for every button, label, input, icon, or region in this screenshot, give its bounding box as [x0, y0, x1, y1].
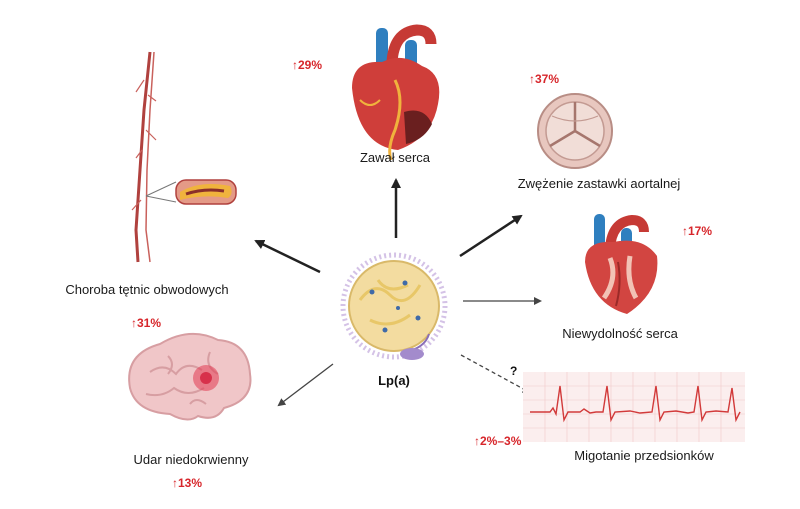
- arrow-to-stroke: [277, 363, 334, 407]
- uncertain-marker: ?: [510, 364, 518, 378]
- increase-af-value: 2%–3%: [480, 434, 522, 448]
- arrow-to-af: [460, 354, 531, 393]
- ecg-strip-icon: [523, 372, 745, 442]
- label-pad: Choroba tętnic obwodowych: [65, 282, 229, 297]
- increase-pad: ↑31%: [131, 316, 161, 330]
- label-stroke: Udar niedokrwienny: [133, 452, 249, 467]
- label-af: Migotanie przedsionków: [574, 448, 714, 463]
- label-mi: Zawał serca: [359, 150, 431, 165]
- increase-af: ↑2%–3%: [474, 434, 521, 448]
- increase-stroke-value: 13%: [178, 476, 203, 490]
- arrow-to-aortic-stenosis: [459, 214, 523, 258]
- lpa-particle-icon: [340, 252, 448, 360]
- increase-heart-failure: ↑17%: [682, 224, 712, 238]
- label-aortic-stenosis: Zwężenie zastawki aortalnej: [517, 176, 681, 191]
- increase-mi: ↑29%: [292, 58, 322, 72]
- label-lpa: Lp(a): [378, 373, 410, 388]
- increase-aortic-stenosis: ↑37%: [529, 72, 559, 86]
- up-arrow-icon: ↑: [529, 72, 535, 86]
- up-arrow-icon: ↑: [172, 476, 178, 490]
- arrow-to-pad: [254, 239, 321, 274]
- up-arrow-icon: ↑: [474, 434, 480, 448]
- increase-mi-value: 29%: [298, 58, 323, 72]
- heart-hf-icon: [585, 214, 658, 314]
- increase-as-value: 37%: [535, 72, 560, 86]
- arrows: [254, 178, 542, 407]
- brain-icon: [128, 333, 252, 421]
- up-arrow-icon: ↑: [682, 224, 688, 238]
- heart-mi-icon: [352, 24, 440, 161]
- up-arrow-icon: ↑: [292, 58, 298, 72]
- label-heart-failure: Niewydolność serca: [562, 326, 678, 341]
- increase-stroke: ↑13%: [172, 476, 202, 490]
- increase-pad-value: 31%: [137, 316, 162, 330]
- up-arrow-icon: ↑: [131, 316, 137, 330]
- increase-hf-value: 17%: [688, 224, 713, 238]
- leg-artery-icon: [131, 51, 237, 263]
- aortic-valve-icon: [537, 93, 613, 169]
